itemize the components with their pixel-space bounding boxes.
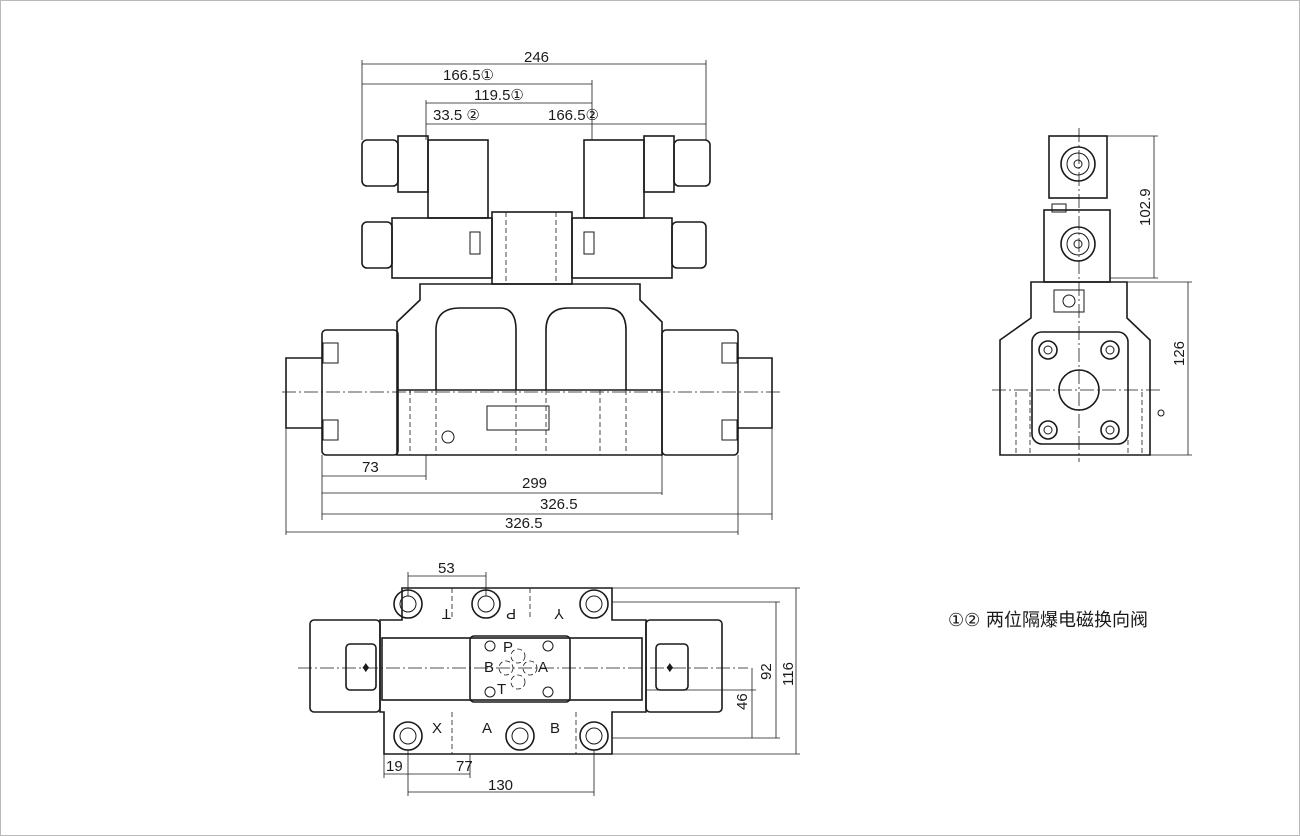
dim-246: 246 [524,49,549,66]
front-solenoid-right [571,217,673,279]
dim-73: 73 [362,459,379,476]
front-gland-left [361,139,399,187]
dim-46: 46 [734,693,751,710]
front-main-body [396,283,663,456]
side-bolt-tl [1038,340,1058,360]
side-bolt-br [1100,420,1120,440]
pad-t-label: T [497,681,506,698]
side-view: 102.9 126 [992,128,1192,462]
front-coil-left [427,139,489,219]
front-nameplate [486,405,550,431]
front-window-right [545,307,627,390]
front-window-left [435,307,517,390]
dim-119-5-1: 119.5① [474,87,524,104]
bottom-right-cap [645,619,723,713]
front-stub-left [469,231,481,255]
bottom-bolt-bot-2 [505,721,535,751]
front-gland-right [673,139,711,187]
pad-b-label: B [484,659,494,676]
side-coil-lower [1043,209,1111,283]
front-left-cap [321,329,399,456]
pad-p-label: P [503,639,513,656]
front-connector-right [643,135,675,193]
front-stub-right [583,231,595,255]
front-knob-left [361,221,393,269]
dim-130: 130 [488,777,513,794]
side-bolt-tr [1100,340,1120,360]
svg-text:♦: ♦ [362,659,370,676]
dim-19: 19 [386,758,403,775]
side-plug [1053,289,1085,313]
dim-166-5-1: 166.5① [443,67,494,84]
side-gland-lower [1060,226,1096,262]
front-connector-left [397,135,429,193]
dim-116: 116 [780,662,797,686]
dim-299: 299 [522,475,547,492]
bottom-left-cap [309,619,381,713]
legend-note: ①② 两位隔爆电磁换向阀 [948,610,1148,631]
pad-a-label: A [538,659,548,676]
dim-126: 126 [1171,341,1188,366]
bottom-bolt-bot-1 [393,721,423,751]
front-coil-right [583,139,645,219]
side-mounting-face [1031,331,1129,445]
dim-166-5-2: 166.5② [548,107,599,124]
front-right-screw-bottom [721,419,738,441]
svg-text:♦: ♦ [666,659,674,676]
bottom-bolt-top-3 [579,589,609,619]
bottom-coil-strip [381,637,643,701]
dim-326-5-a: 326.5 [540,496,578,513]
front-view: 246 166.5① 119.5① 33.5 ② 166.5② 73 299 3… [282,49,780,535]
front-right-screw-top [721,342,738,364]
dim-77: 77 [456,758,473,775]
front-right-plug [738,357,773,429]
dim-33-5-2: 33.5 ② [433,107,480,124]
port-y-label: Y [554,605,564,622]
dim-102-9: 102.9 [1137,188,1154,226]
front-left-plug [285,357,322,429]
dim-53: 53 [438,560,455,577]
front-right-cap [661,329,739,456]
port-b-label: B [550,720,560,737]
side-bolt-bl [1038,420,1058,440]
front-valve-center [491,211,573,285]
front-bolt [441,430,455,444]
front-left-screw-bottom [322,419,339,441]
port-a-label: A [482,720,492,737]
port-x-label: X [432,720,442,737]
bottom-pad [469,635,571,703]
port-t-label: T [442,605,451,622]
side-coil-upper [1048,135,1108,199]
front-knob-right [671,221,707,269]
port-p-label: P [506,605,516,622]
dim-92: 92 [758,663,775,680]
front-solenoid-left [391,217,493,279]
front-left-screw-top [322,342,339,364]
dim-326-5-b: 326.5 [505,515,543,532]
bottom-view: ♦ ♦ T P Y X A B P [298,560,800,796]
side-gland-upper [1060,146,1096,182]
bottom-bolt-bot-3 [579,721,609,751]
bottom-left-knob [345,643,377,691]
